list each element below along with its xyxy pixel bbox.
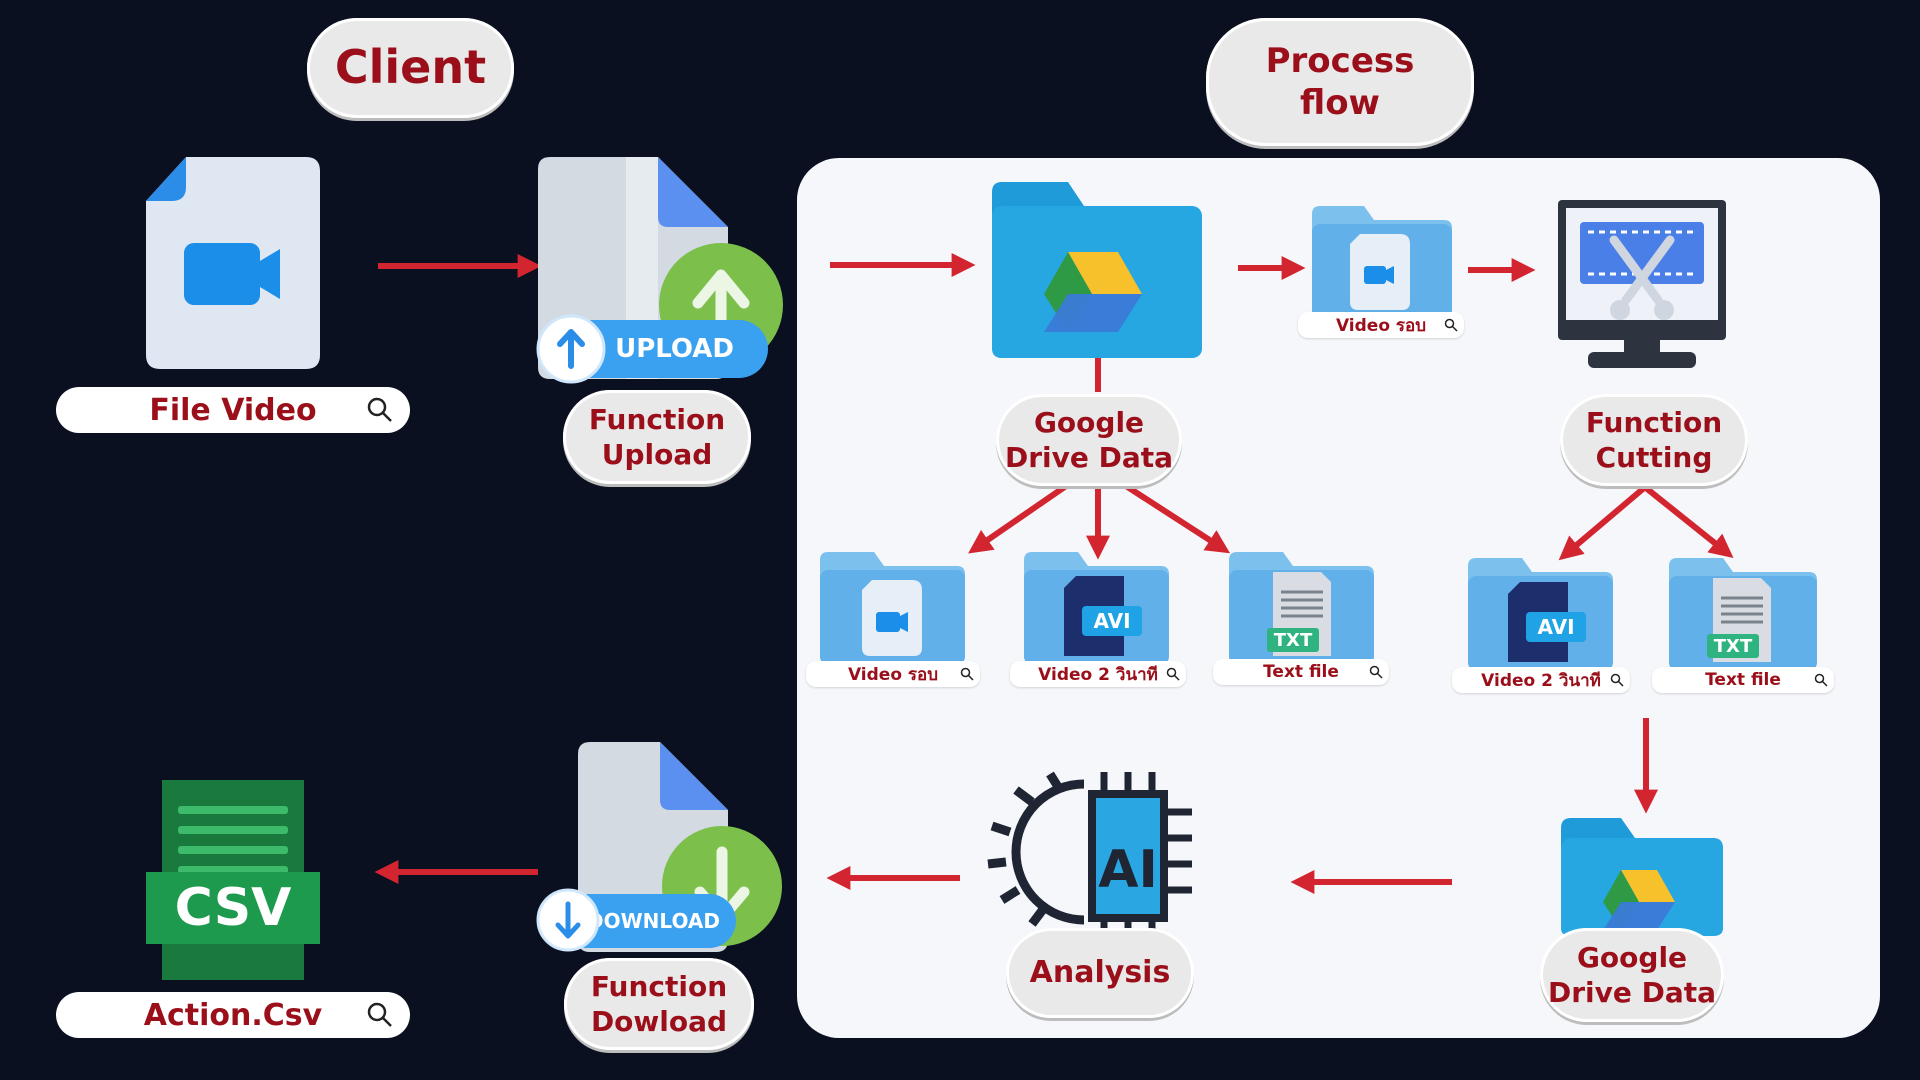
avi-badge-2: AVI bbox=[1537, 615, 1575, 639]
client-header: Client bbox=[307, 18, 514, 118]
analysis-label: Analysis bbox=[1006, 928, 1194, 1018]
function-upload-line1: Function bbox=[588, 403, 726, 436]
search-icon bbox=[367, 1002, 392, 1027]
ai-gear-icon bbox=[987, 771, 1192, 934]
process-flow-line1: Process bbox=[1265, 40, 1415, 81]
cutting-child-2-text: Text file bbox=[1705, 670, 1781, 690]
video-rob-top-label[interactable]: Video รอบ bbox=[1298, 312, 1464, 338]
avi-badge-1: AVI bbox=[1093, 609, 1131, 633]
function-download-line1: Function bbox=[590, 970, 728, 1003]
video-file-folder-icon bbox=[820, 552, 965, 664]
txt-file-folder-icon bbox=[1669, 558, 1817, 670]
cutting-child-1-label[interactable]: Video 2 วินาที bbox=[1452, 667, 1630, 693]
google-drive-top-label: Google Drive Data bbox=[996, 394, 1182, 486]
google-drive-top-line2: Drive Data bbox=[1004, 441, 1174, 474]
drive-child-3-text: Text file bbox=[1263, 662, 1339, 682]
video-rob-top-text: Video รอบ bbox=[1335, 315, 1427, 336]
drive-child-2-label[interactable]: Video 2 วินาที bbox=[1010, 661, 1186, 687]
drive-child-1-label[interactable]: Video รอบ bbox=[806, 661, 980, 687]
google-drive-bottom-line2: Drive Data bbox=[1547, 976, 1717, 1009]
search-icon bbox=[1610, 673, 1624, 687]
action-csv-label[interactable]: Action.Csv bbox=[56, 992, 410, 1038]
avi-file-folder-icon bbox=[1468, 558, 1613, 670]
upload-arrow-icon bbox=[536, 314, 606, 384]
function-cutting-line2: Cutting bbox=[1595, 441, 1713, 474]
google-drive-folder-icon bbox=[1561, 818, 1723, 936]
function-download-label: Function Dowload bbox=[564, 958, 754, 1050]
function-upload-line2: Upload bbox=[601, 438, 713, 471]
drive-child-1-text: Video รอบ bbox=[847, 664, 939, 685]
function-upload-label: Function Upload bbox=[563, 390, 751, 484]
cutting-child-2-label[interactable]: Text file bbox=[1652, 667, 1834, 693]
txt-badge-2: TXT bbox=[1713, 635, 1753, 657]
video-folder-icon bbox=[1312, 206, 1452, 318]
txt-badge-1: TXT bbox=[1273, 629, 1313, 651]
search-icon bbox=[1814, 673, 1828, 687]
file-video-label[interactable]: File Video bbox=[56, 387, 410, 433]
drive-child-2-text: Video 2 วินาที bbox=[1038, 664, 1158, 685]
arrow-drive-to-child3 bbox=[1124, 483, 1231, 554]
file-video-text: File Video bbox=[149, 392, 317, 428]
search-icon bbox=[367, 397, 392, 422]
analysis-text: Analysis bbox=[1029, 955, 1171, 991]
avi-file-folder-icon bbox=[1024, 552, 1169, 664]
google-drive-top-line1: Google bbox=[1033, 406, 1145, 439]
action-csv-text: Action.Csv bbox=[143, 997, 323, 1033]
search-icon bbox=[1369, 665, 1383, 679]
process-flow-line2: flow bbox=[1300, 83, 1380, 123]
client-header-text: Client bbox=[334, 40, 487, 95]
txt-file-folder-icon bbox=[1229, 552, 1374, 664]
csv-file-icon bbox=[146, 780, 320, 980]
function-cutting-line1: Function bbox=[1585, 406, 1723, 439]
csv-icon-text: CSV bbox=[174, 878, 292, 938]
arrow-cutting-to-child1 bbox=[1558, 485, 1646, 561]
arrow-cutting-to-child2 bbox=[1644, 485, 1734, 558]
video-file-icon bbox=[146, 157, 320, 369]
upload-badge-text: UPLOAD bbox=[615, 334, 734, 364]
ai-text: AI bbox=[1098, 840, 1158, 900]
download-badge-text: DOWNLOAD bbox=[587, 909, 720, 933]
process-flow-header: Process flow bbox=[1206, 18, 1474, 146]
google-drive-folder-icon bbox=[992, 182, 1202, 358]
google-drive-bottom-label: Google Drive Data bbox=[1540, 928, 1724, 1022]
cutting-child-1-text: Video 2 วินาที bbox=[1481, 670, 1601, 691]
search-icon bbox=[1166, 667, 1180, 681]
function-cutting-label: Function Cutting bbox=[1560, 394, 1748, 486]
search-icon bbox=[960, 667, 974, 681]
arrow-drive-to-child1 bbox=[968, 483, 1068, 554]
search-icon bbox=[1444, 318, 1458, 332]
drive-child-3-label[interactable]: Text file bbox=[1213, 659, 1389, 685]
download-arrow-icon bbox=[536, 888, 600, 952]
video-cutting-monitor-icon bbox=[1558, 200, 1726, 368]
function-download-line2: Dowload bbox=[590, 1005, 728, 1038]
google-drive-bottom-line1: Google bbox=[1576, 941, 1688, 974]
